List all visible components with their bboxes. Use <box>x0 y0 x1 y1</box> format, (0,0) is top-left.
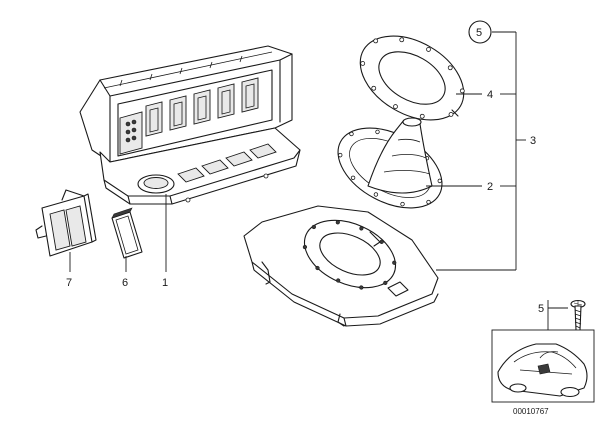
switch-slot-group <box>145 77 259 137</box>
callout-part-4: 4 <box>487 89 493 101</box>
callout-circle-5 <box>468 20 492 44</box>
callout-part-6: 6 <box>122 277 128 289</box>
callout-part-2: 2 <box>487 181 493 193</box>
callout-part-7: 7 <box>66 277 72 289</box>
callout-part-1: 1 <box>162 277 168 289</box>
switch-bezel-part <box>35 189 97 257</box>
callout-part-5-inset: 5 <box>538 303 544 315</box>
callout-part-3: 3 <box>530 135 536 147</box>
screw-part <box>570 299 586 335</box>
shift-boot-part <box>337 117 443 209</box>
drawing-number: 00010767 <box>513 407 549 416</box>
leader-lines <box>69 31 568 330</box>
gasket-ring-part <box>359 35 465 121</box>
vehicle-inset <box>491 329 595 403</box>
callout-part-5-circled: 5 <box>476 27 482 39</box>
switch-housing-part <box>79 45 301 205</box>
callout-labels: 1 6 7 4 2 3 5 5 00010767 <box>66 20 549 416</box>
cover-plate-part <box>111 207 143 259</box>
console-trim-panel <box>243 205 439 327</box>
